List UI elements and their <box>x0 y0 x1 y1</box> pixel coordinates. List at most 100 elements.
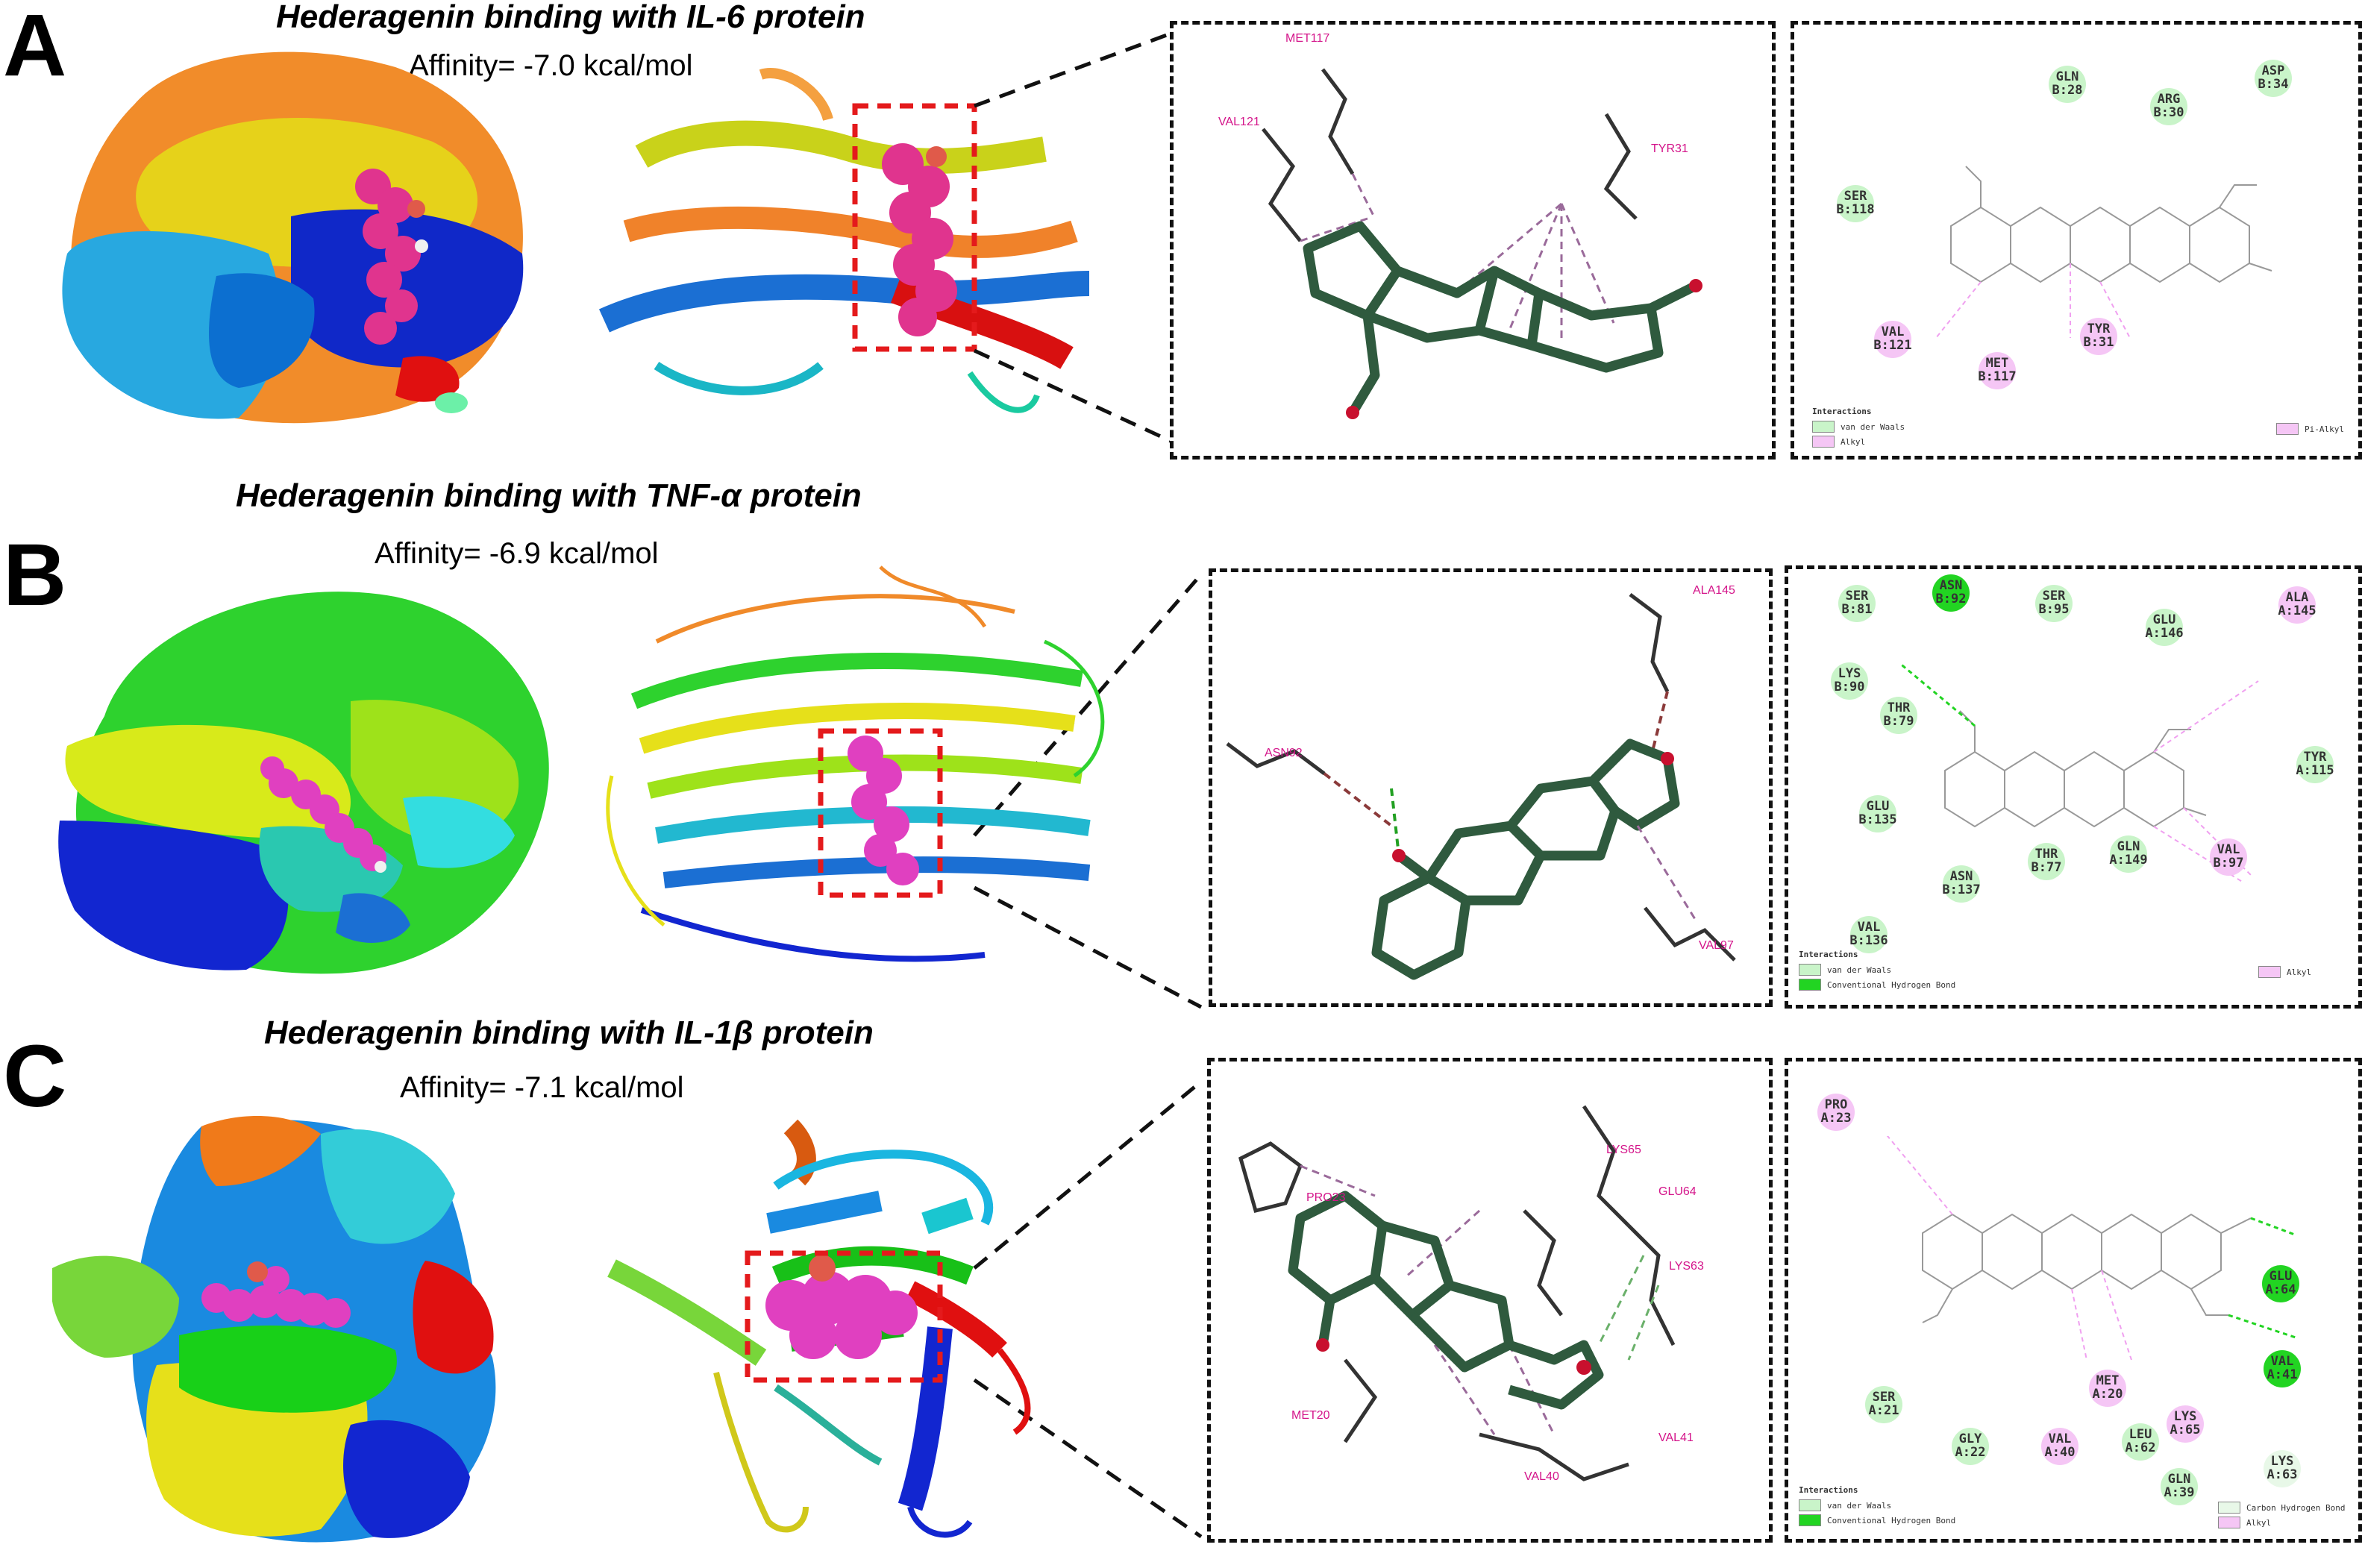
panel-title-a: Hederagenin binding with IL-6 protein <box>276 0 865 35</box>
legend-title-b: Interactions <box>1799 950 1858 959</box>
residue-position: A:40 <box>2044 1445 2076 1460</box>
residue-3d-label-c-5: MET20 <box>1291 1409 1330 1422</box>
ligand-3d-b <box>1226 593 1736 980</box>
surface-protein-c <box>52 1116 496 1543</box>
residue-code: LYS <box>2270 1454 2294 1470</box>
residue-position: B:117 <box>1978 369 2017 384</box>
residue-code: ASN <box>1949 869 1973 885</box>
residue-position: A:145 <box>2278 603 2316 618</box>
residue-code: SER <box>2042 589 2066 604</box>
residue-code: LYS <box>1838 666 1861 682</box>
residue-position: B:34 <box>2258 77 2289 92</box>
interaction-3d-box-a: MET117 VAL121 TYR31 <box>1170 21 1776 460</box>
residue-position: A:146 <box>2145 626 2184 641</box>
residue-position: B:121 <box>1873 338 1912 353</box>
residue-position: B:97 <box>2213 856 2244 871</box>
interaction-3d-box-b: ALA145 ASN92 VAL97 <box>1209 568 1773 1007</box>
residue-position: B:90 <box>1834 680 1865 694</box>
interaction-2d-box-c: Interactions van der Waals Conventional … <box>1785 1058 2362 1543</box>
residue-position: A:149 <box>2109 853 2148 868</box>
residue-position: B:95 <box>2038 602 2070 617</box>
ligand-3d-a <box>1262 68 1702 419</box>
residue-position: B:77 <box>2031 860 2062 875</box>
residue-3d-label-b-2: ASN92 <box>1265 747 1303 759</box>
ligand-2d-c <box>1886 1136 2296 1360</box>
affinity-a: Affinity= -7.0 kcal/mol <box>409 49 693 82</box>
residue-position: A:63 <box>2267 1467 2298 1482</box>
residue-position: B:81 <box>1841 602 1873 617</box>
residue-code: GLU <box>2269 1269 2293 1285</box>
residue-3d-label-c-1: LYS65 <box>1606 1144 1641 1156</box>
residue-3d-label-c-2: PRO23 <box>1306 1191 1346 1204</box>
cartoon-protein-a <box>598 68 1090 413</box>
legend-item: Conventional Hydrogen Bond <box>1827 979 1956 990</box>
residue-code: SER <box>1872 1390 1896 1405</box>
residue-position: A:22 <box>1955 1445 1986 1460</box>
residue-position: B:118 <box>1836 202 1875 217</box>
residue-code: VAL <box>2217 842 2240 858</box>
residue-code: PRO <box>1824 1097 1848 1113</box>
residue-code: THR <box>1887 700 1911 716</box>
surface-protein-a <box>62 51 524 424</box>
residue-position: B:137 <box>1942 882 1981 897</box>
residue-code: GLU <box>2152 612 2176 628</box>
ligand-2d-b <box>1900 662 2259 882</box>
residue-position: B:135 <box>1858 812 1897 827</box>
residue-position: A:41 <box>2267 1367 2298 1382</box>
residue-code: MET <box>2096 1373 2120 1389</box>
panel-letter-c: C <box>3 1027 67 1126</box>
legend-swatch-hbond <box>1799 1514 1821 1526</box>
residue-position: A:39 <box>2164 1485 2195 1500</box>
ligand-2d-a <box>1935 166 2272 338</box>
cartoon-protein-b <box>606 565 1105 962</box>
legend-swatch-carbon-hbond <box>2218 1502 2240 1514</box>
residue-code: ASN <box>1939 578 1963 594</box>
legend-item: Conventional Hydrogen Bond <box>1827 1515 1956 1525</box>
residue-position: A:62 <box>2125 1440 2156 1455</box>
residue-3d-label-c-6: VAL41 <box>1658 1431 1694 1444</box>
residue-3d-label-c-7: VAL40 <box>1524 1470 1559 1483</box>
legend-item: Alkyl <box>2287 967 2312 977</box>
legend-swatch-alkyl <box>2258 966 2281 978</box>
panel-letter-b: B <box>3 526 67 624</box>
residue-position: A:64 <box>2265 1282 2296 1297</box>
legend-swatch-vdw <box>1799 1499 1821 1511</box>
residue-code: LEU <box>2128 1427 2152 1443</box>
residue-code: GLN <box>2055 69 2079 85</box>
residue-code: SER <box>1843 189 1867 204</box>
residue-3d-label-b-3: VAL97 <box>1699 939 1734 952</box>
legend-a: Interactions van der Waals Alkyl <box>1812 407 1905 449</box>
affinity-c: Affinity= -7.1 kcal/mol <box>400 1071 684 1104</box>
interaction-3d-box-c: LYS65 PRO23 GLU64 LYS63 MET20 VAL41 VAL4… <box>1207 1058 1773 1543</box>
residue-3d-label-a-1: MET117 <box>1285 32 1330 45</box>
panel-title-b: Hederagenin binding with TNF-α protein <box>236 477 862 514</box>
residue-code: TYR <box>2303 750 2327 765</box>
legend-item: van der Waals <box>1827 965 1892 975</box>
residue-code: GLY <box>1958 1431 1982 1447</box>
legend-c: Interactions van der Waals Conventional … <box>1799 1485 1955 1528</box>
residue-code: SER <box>1845 589 1869 604</box>
residue-3d-label-b-1: ALA145 <box>1693 584 1735 597</box>
legend-item: van der Waals <box>1841 421 1905 432</box>
residue-code: ASP <box>2261 63 2285 79</box>
residue-code: GLU <box>1866 799 1890 815</box>
legend-b-right: Alkyl <box>2258 965 2311 979</box>
